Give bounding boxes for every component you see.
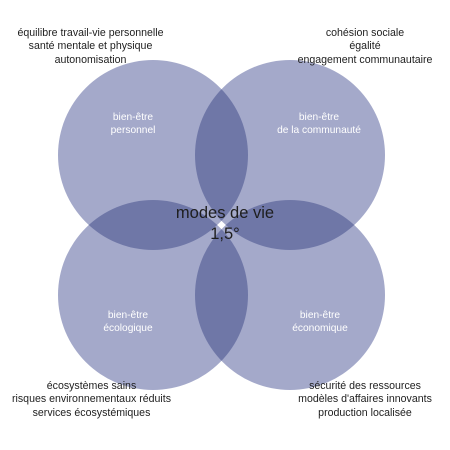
note-text: services écosystémiques [32, 406, 151, 419]
note-text: écosystèmes sains [46, 380, 137, 392]
note-economic: sécurité des ressources modèles d'affair… [282, 380, 448, 420]
note-text: égalité [349, 40, 381, 53]
note-text: risques environnementaux réduits [12, 393, 171, 406]
note-text: modèles d'affaires innovants [298, 393, 432, 406]
circle-ecological [58, 200, 248, 390]
note-ecological: écosystèmes sains risques environnementa… [4, 380, 179, 420]
note-personal: équilibre travail-vie personnelle santé … [8, 27, 173, 67]
note-text: cohésion sociale [325, 27, 405, 39]
circle-label-line: bien-être [112, 112, 154, 123]
circle-community [195, 60, 385, 250]
note-text: santé mentale et physique [28, 40, 153, 53]
circle-label-line: économique [292, 323, 348, 334]
note-text: sécurité des ressources [309, 380, 421, 392]
note-community: cohésion sociale égalité engagement comm… [284, 27, 446, 67]
note-text: production localisée [318, 406, 412, 419]
note-text: équilibre travail-vie personnelle [17, 27, 164, 39]
center-label: modes de vie 1,5° [150, 203, 300, 245]
note-text: engagement communautaire [297, 53, 433, 66]
circle-label-line: écologique [103, 323, 153, 334]
center-label-line2: 1,5° [210, 225, 240, 243]
note-text: autonomisation [54, 53, 127, 66]
circle-economic [195, 200, 385, 390]
circles [58, 60, 385, 390]
center-label-line1: modes de vie [175, 204, 275, 222]
circle-label-line: de la communauté [277, 125, 361, 136]
label-community: bien-être de la communauté [264, 111, 374, 137]
circle-personal [58, 60, 248, 250]
label-personal: bien-être personnel [93, 111, 173, 137]
circle-label-line: personnel [110, 125, 156, 136]
label-ecological: bien-être écologique [88, 309, 168, 335]
circle-label-line: bien-être [298, 112, 340, 123]
label-economic: bien-être économique [275, 309, 365, 335]
circle-label-line: bien-être [299, 310, 341, 321]
circle-label-line: bien-être [107, 310, 149, 321]
